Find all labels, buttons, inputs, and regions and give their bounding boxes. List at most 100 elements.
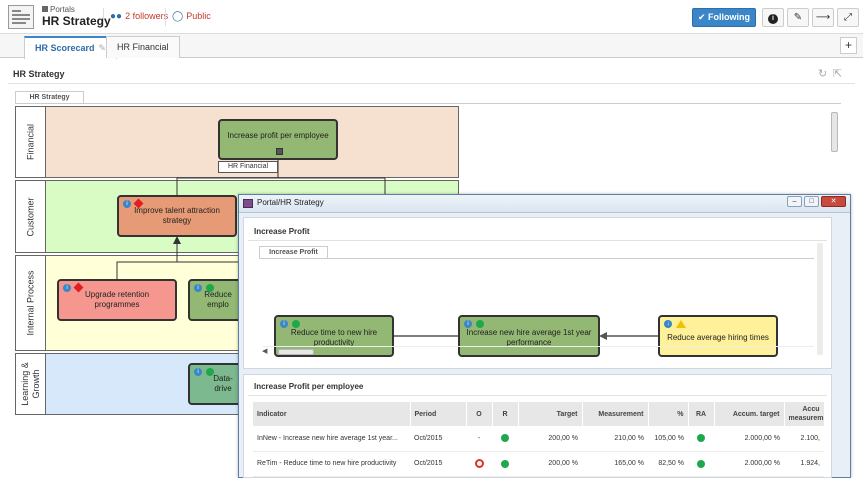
refresh-icon[interactable]: ↻ bbox=[818, 68, 828, 80]
pencil-icon: ✎ bbox=[98, 43, 107, 53]
column-header[interactable]: O bbox=[466, 402, 493, 426]
target-cell: 200,00 % bbox=[518, 426, 582, 452]
panel-title: Increase Profit per employee bbox=[254, 382, 364, 391]
column-header[interactable]: Indicator bbox=[253, 402, 411, 426]
down-arrow-icon: ↓ bbox=[664, 320, 672, 328]
column-header[interactable]: Measurement bbox=[582, 402, 649, 426]
scroll-left-icon[interactable]: ◀ bbox=[262, 348, 268, 355]
scrollbar-thumb[interactable] bbox=[278, 349, 314, 355]
accum-measurement-cell: 1.924, bbox=[784, 451, 824, 477]
accum-target-cell: 2.000,00 % bbox=[714, 451, 784, 477]
divider bbox=[8, 83, 855, 84]
measurement-cell: 210,00 % bbox=[582, 426, 648, 452]
period-cell: Oct/2015 bbox=[410, 451, 466, 477]
info-icon: i bbox=[280, 320, 288, 328]
o-cell: - bbox=[466, 426, 492, 452]
column-header[interactable]: Period bbox=[410, 402, 467, 426]
column-header[interactable]: R bbox=[492, 402, 519, 426]
globe-icon: ◯ bbox=[172, 11, 184, 22]
warning-icon bbox=[676, 320, 686, 328]
breadcrumb[interactable]: Portals bbox=[42, 5, 75, 14]
column-header[interactable]: Target bbox=[518, 402, 583, 426]
target-cell: 200,00 % bbox=[518, 451, 582, 477]
objective-increase-profit[interactable]: Increase profit per employee bbox=[218, 119, 338, 160]
green-status-icon bbox=[206, 368, 214, 376]
objective-reduce-hiring[interactable]: ↓ Reduce average hiring times bbox=[658, 315, 778, 357]
scrollbar-thumb[interactable] bbox=[831, 112, 838, 152]
tab-hr-scorecard[interactable]: HR Scorecard✎ bbox=[24, 36, 118, 59]
strategy-map-tab[interactable]: HR Strategy bbox=[15, 91, 84, 103]
tab-hr-financial[interactable]: HR Financial bbox=[106, 36, 180, 58]
objective-increase-new-hire[interactable]: i Increase new hire average 1st year per… bbox=[458, 315, 600, 357]
divider bbox=[248, 395, 827, 396]
top-bar: Portals HR Strategy ●●2 followers ◯Publi… bbox=[0, 0, 863, 34]
lane-label: Customer bbox=[16, 181, 46, 252]
objective-improve-talent[interactable]: i Improve talent attraction strategy bbox=[117, 195, 237, 237]
expand-icon: ⤢ bbox=[844, 12, 852, 23]
column-header[interactable]: Accu measurem bbox=[784, 402, 825, 426]
green-status-icon bbox=[501, 434, 509, 443]
table-row[interactable]: ReTim - Reduce time to new hire producti… bbox=[253, 451, 824, 477]
measurement-cell: 165,00 % bbox=[582, 451, 648, 477]
column-header[interactable]: RA bbox=[688, 402, 715, 426]
divider bbox=[15, 103, 841, 104]
pencil-icon: ✎ bbox=[793, 12, 803, 23]
indicators-table: Indicator Period O R Target Measurement … bbox=[253, 402, 825, 477]
info-icon: i bbox=[768, 14, 778, 24]
close-button[interactable]: ✕ bbox=[821, 196, 846, 207]
ra-cell bbox=[688, 451, 714, 477]
info-button[interactable]: i bbox=[762, 8, 784, 27]
popup-title: Portal/HR Strategy bbox=[257, 198, 324, 207]
indicators-panel: Increase Profit per employee Indicator P… bbox=[243, 374, 832, 478]
minimize-icon: – bbox=[792, 198, 797, 205]
minimize-button[interactable]: – bbox=[787, 196, 802, 207]
close-icon: ✕ bbox=[830, 198, 837, 205]
green-status-icon bbox=[697, 434, 705, 443]
green-status-icon bbox=[476, 320, 484, 328]
tab-bar: HR Scorecard✎ HR Financial + bbox=[0, 34, 863, 59]
followers-link[interactable]: ●●2 followers bbox=[110, 11, 169, 22]
increase-profit-panel: Increase Profit Increase Profit i Reduce… bbox=[243, 217, 832, 369]
info-icon: i bbox=[63, 284, 71, 292]
r-cell bbox=[492, 426, 518, 452]
add-tab-button[interactable]: + bbox=[840, 37, 857, 54]
table-header-row: Indicator Period O R Target Measurement … bbox=[253, 402, 825, 426]
share-icon: ⟶ bbox=[815, 12, 831, 23]
percent-cell: 105,00 % bbox=[648, 426, 688, 452]
increase-profit-map-tab[interactable]: Increase Profit bbox=[259, 246, 328, 258]
green-status-icon bbox=[292, 320, 300, 328]
indicator-cell[interactable]: ReTim - Reduce time to new hire producti… bbox=[253, 451, 410, 477]
info-icon: i bbox=[123, 200, 131, 208]
horizontal-scrollbar[interactable]: ◀ bbox=[262, 346, 814, 356]
following-button[interactable]: ✔ Following bbox=[692, 8, 756, 27]
column-header[interactable]: Accum. target bbox=[714, 402, 785, 426]
indicator-cell[interactable]: InNew - Increase new hire average 1st ye… bbox=[253, 426, 410, 452]
column-header[interactable]: % bbox=[648, 402, 689, 426]
panel-title: Increase Profit bbox=[254, 227, 310, 236]
portal-icon bbox=[42, 6, 48, 12]
users-icon: ●● bbox=[110, 11, 123, 22]
visibility-link[interactable]: ◯Public bbox=[172, 11, 211, 22]
edit-button[interactable]: ✎ bbox=[787, 8, 809, 27]
maximize-icon: □ bbox=[809, 198, 814, 205]
grid-icon bbox=[276, 148, 283, 155]
plus-icon: + bbox=[844, 38, 852, 52]
vertical-scrollbar[interactable] bbox=[830, 108, 840, 448]
info-icon: i bbox=[194, 284, 202, 292]
period-cell: Oct/2015 bbox=[410, 426, 466, 452]
collapse-icon[interactable]: ⇱ bbox=[833, 68, 843, 80]
popup-window[interactable]: Portal/HR Strategy – □ ✕ Increase Profit… bbox=[238, 194, 851, 478]
maximize-button[interactable]: □ bbox=[804, 196, 819, 207]
green-status-icon bbox=[501, 459, 509, 468]
divider bbox=[248, 240, 827, 241]
popup-vertical-scrollbar[interactable] bbox=[817, 243, 823, 355]
green-status-icon bbox=[697, 459, 705, 468]
popup-titlebar[interactable]: Portal/HR Strategy – □ ✕ bbox=[239, 195, 850, 213]
table-row[interactable]: InNew - Increase new hire average 1st ye… bbox=[253, 426, 824, 452]
fullscreen-button[interactable]: ⤢ bbox=[837, 8, 859, 27]
info-icon: i bbox=[464, 320, 472, 328]
hr-financial-link[interactable]: HR Financial bbox=[218, 161, 278, 173]
share-button[interactable]: ⟶ bbox=[812, 8, 834, 27]
objective-upgrade-retention[interactable]: i Upgrade retention programmes bbox=[57, 279, 177, 321]
